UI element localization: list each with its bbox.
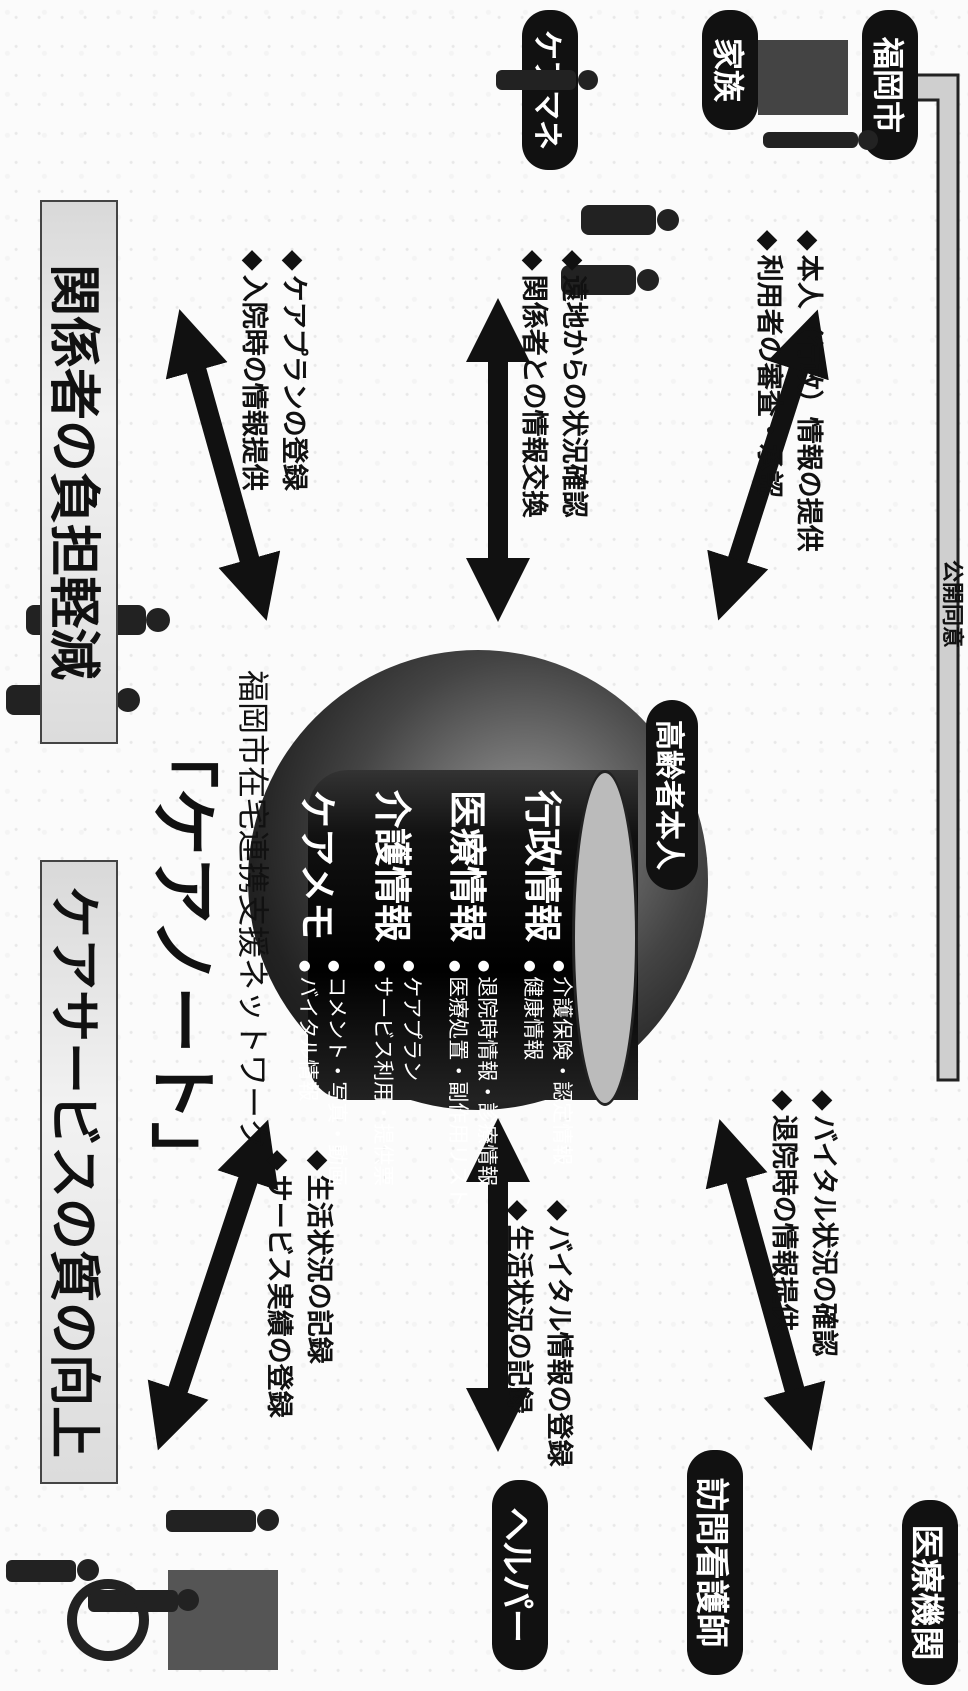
arrow-caremanager	[165, 309, 281, 621]
relation-nurse-1: バイタル情報の登録	[538, 1200, 578, 1467]
db-layer-medical: 医療情報	[445, 790, 489, 943]
relation-caremanager-2: 入院時の情報提供	[233, 250, 273, 491]
banner-burden-reduction: 関係者の負担軽減	[40, 200, 118, 744]
relation-caremanager-1: ケアプランの登録	[273, 250, 313, 491]
network-name: 「ケアノート」	[142, 720, 221, 1190]
banner-quality-improvement: ケアサービスの質の向上	[40, 860, 118, 1484]
db-layer-admin: 行政情報	[520, 790, 564, 943]
db-details-memo: コメント・写真・動画バイタル情報	[292, 960, 350, 1186]
arrow-helper	[147, 1119, 279, 1451]
db-details-care: ケアプランサービス利用・提供票	[367, 960, 425, 1186]
relation-city-2: 利用者の審査・承認	[748, 230, 788, 498]
network-caption: 福岡市在宅連携支援ネットワーク	[234, 670, 272, 1151]
db-layer-care: 介護情報	[370, 790, 414, 943]
db-layer-memo: ケアメモ	[295, 790, 339, 941]
relation-nurse-2: 生活状況の記録	[498, 1200, 538, 1414]
database-top	[572, 770, 638, 1106]
relation-city-1: 本人（行政）情報の提供	[788, 230, 828, 552]
db-details-admin: 介護保険・認定情報健康情報	[517, 960, 575, 1165]
relation-family-1: 遠地からの状況確認	[553, 250, 593, 518]
relation-medical-1: バイタル状況の確認	[803, 1090, 843, 1357]
db-details-medical: 退院時情報・診療情報医療処置・副作用リスト	[442, 960, 500, 1207]
relation-medical-2: 退院時の情報提供	[763, 1090, 803, 1331]
relation-helper-2: サービス実績の登録	[258, 1150, 298, 1418]
relation-family-2: 関係者との情報交換	[513, 250, 553, 518]
